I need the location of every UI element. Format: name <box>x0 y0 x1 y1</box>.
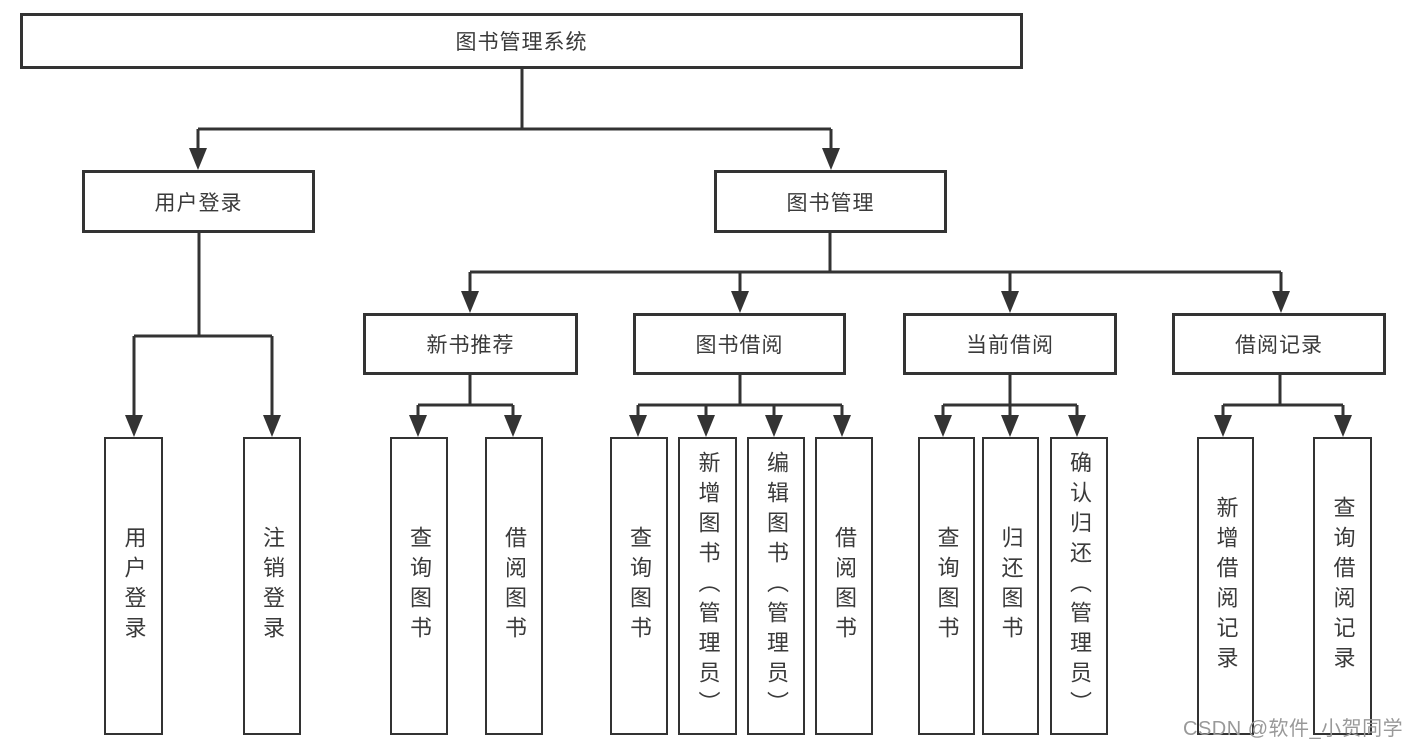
leaf-recommend-query-book: 查询图书 <box>390 437 448 735</box>
leaf-add-book-admin: 新增图书（管理员） <box>678 437 737 735</box>
connector-stems <box>132 69 1345 417</box>
leaf-borrow-book: 借阅图书 <box>815 437 873 735</box>
leaf-edit-book-admin: 编辑图书（管理员） <box>747 437 805 735</box>
csdn-watermark: CSDN @软件_小贺同学 <box>1183 718 1404 740</box>
leaf-borrow-query-book: 查询图书 <box>610 437 668 735</box>
leaf-current-query-book: 查询图书 <box>918 437 975 735</box>
leaf-recommend-borrow-book: 借阅图书 <box>485 437 543 735</box>
leaf-logout: 注销登录 <box>243 437 301 735</box>
node-book-borrow: 图书借阅 <box>633 313 846 375</box>
node-root-system: 图书管理系统 <box>20 13 1023 69</box>
node-user-login: 用户登录 <box>82 170 315 233</box>
leaf-return-book: 归还图书 <box>982 437 1039 735</box>
leaf-user-login: 用户登录 <box>104 437 163 735</box>
node-book-management: 图书管理 <box>714 170 947 233</box>
leaf-query-borrow-record: 查询借阅记录 <box>1313 437 1372 735</box>
connector-arrowheads <box>125 148 1352 437</box>
leaf-add-borrow-record: 新增借阅记录 <box>1197 437 1254 735</box>
node-new-book-recommend: 新书推荐 <box>363 313 578 375</box>
node-current-borrow: 当前借阅 <box>903 313 1117 375</box>
leaf-confirm-return-admin: 确认归还（管理员） <box>1050 437 1108 735</box>
node-borrow-records: 借阅记录 <box>1172 313 1386 375</box>
